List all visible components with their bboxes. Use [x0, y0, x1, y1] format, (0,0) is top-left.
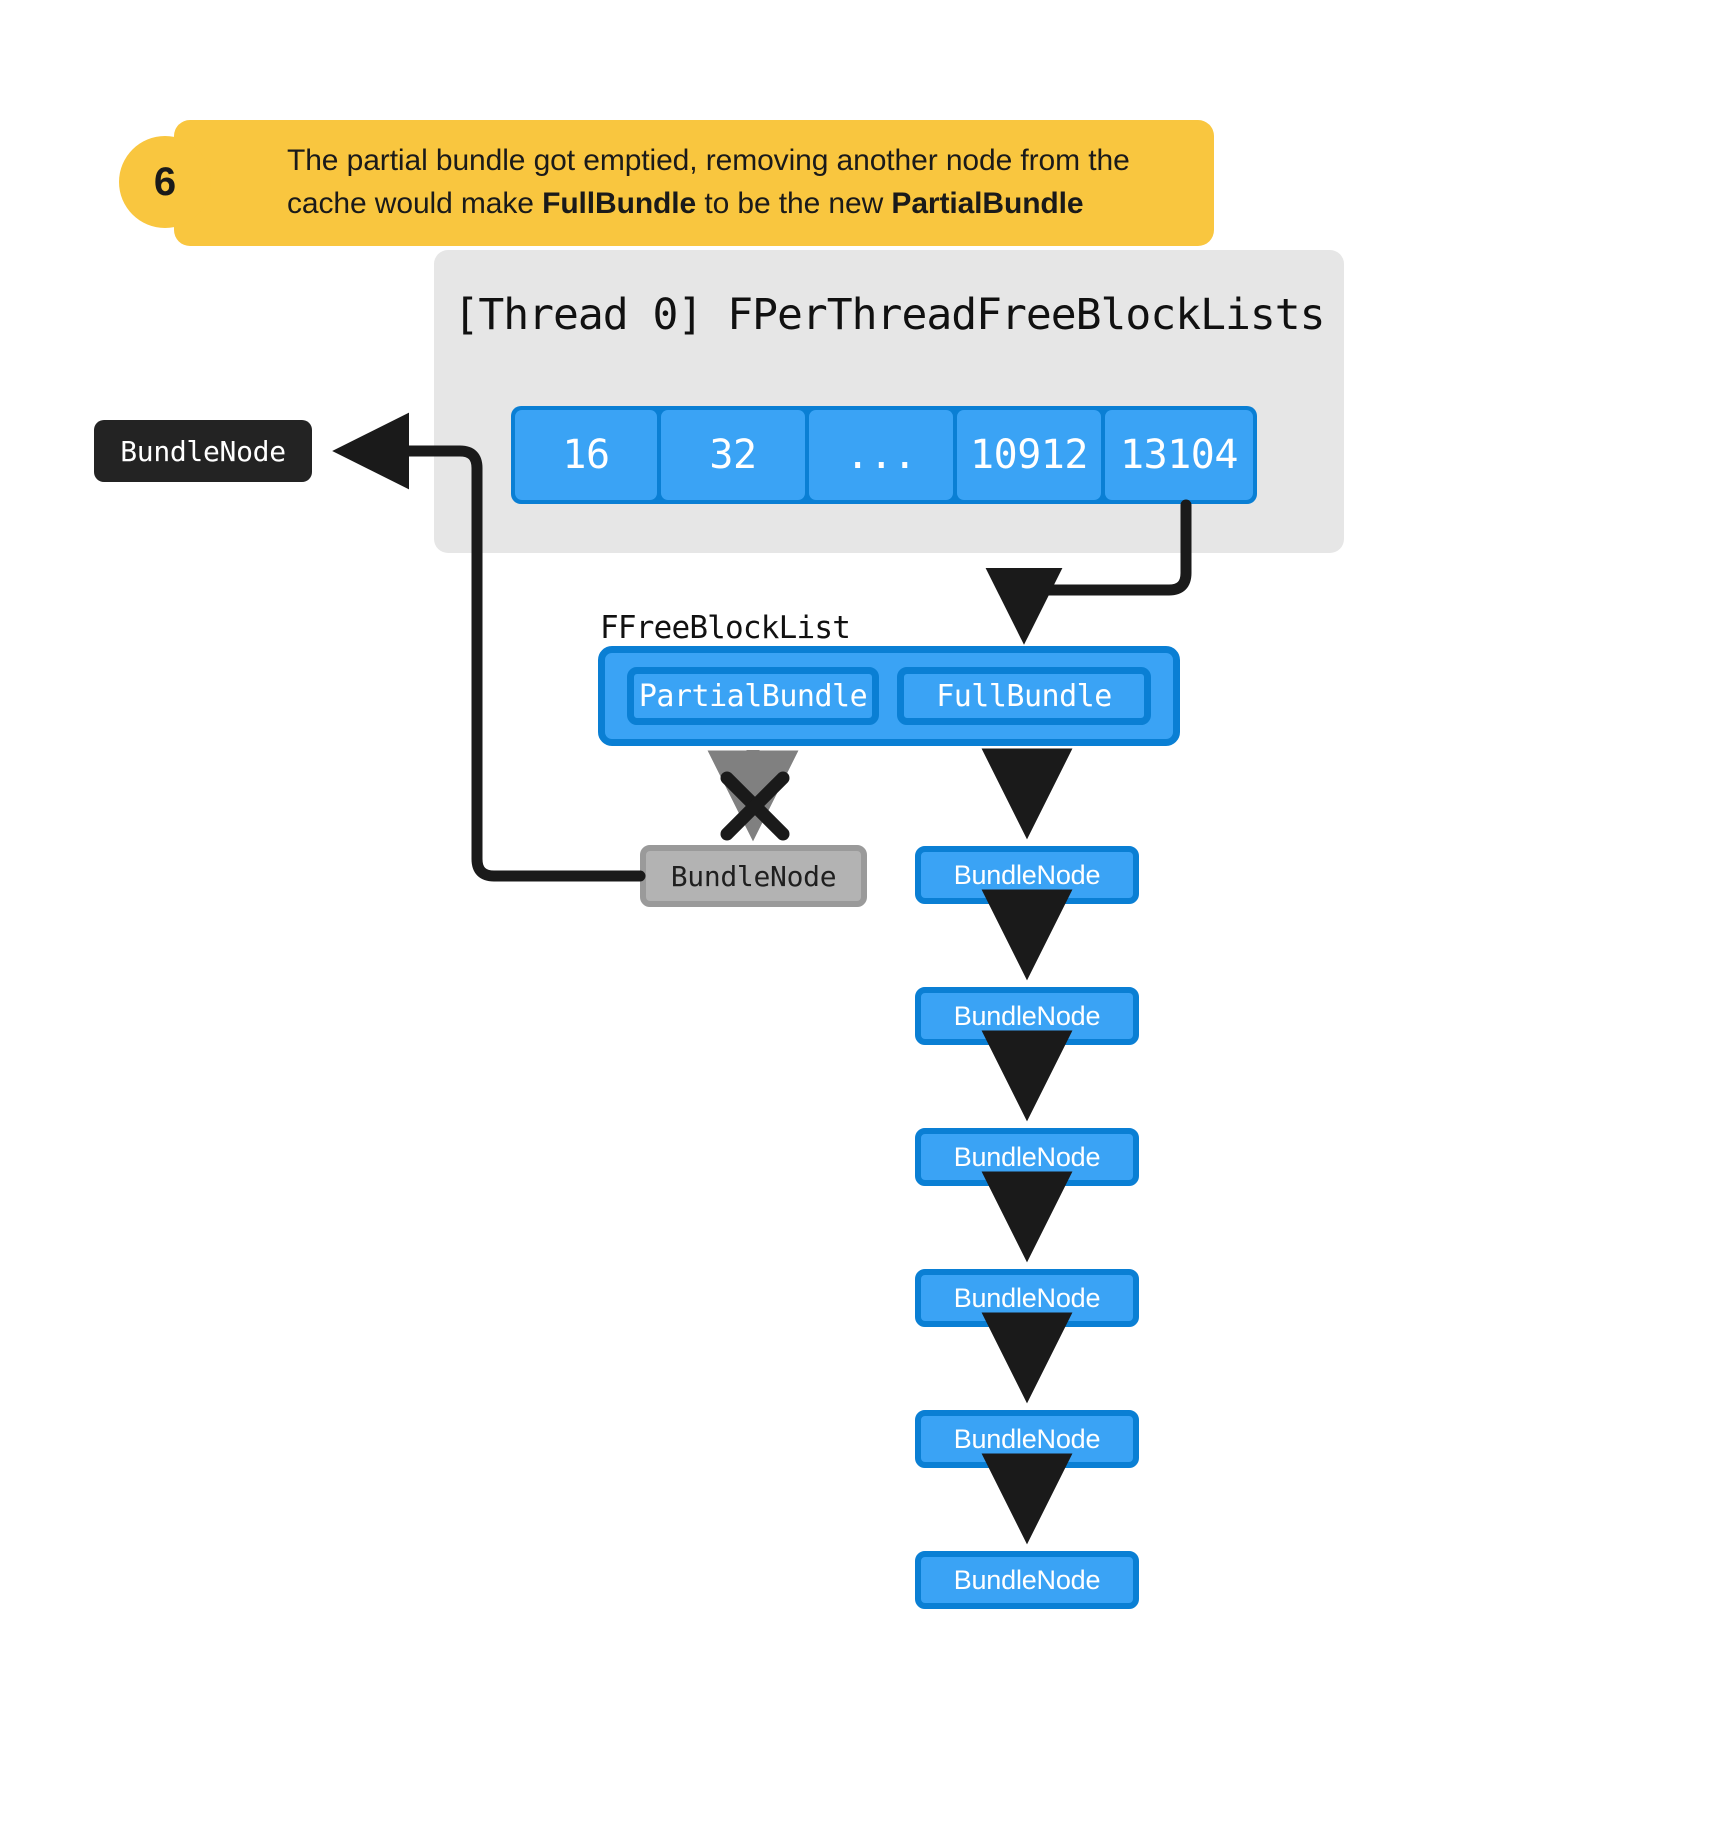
thread-container-title: [Thread 0] FPerThreadFreeBlockLists: [453, 290, 1325, 340]
size-class-cell[interactable]: 16: [515, 410, 657, 500]
removed-bundle-node: BundleNode: [640, 845, 867, 907]
callout-step-number: 6: [119, 136, 211, 228]
chain-bundle-node[interactable]: BundleNode: [915, 987, 1139, 1045]
chain-bundle-node[interactable]: BundleNode: [915, 1551, 1139, 1609]
chain-bundle-node[interactable]: BundleNode: [915, 846, 1139, 904]
cancel-x-icon: [720, 771, 790, 841]
callout-bold-partialbundle: PartialBundle: [891, 187, 1084, 220]
callout-box: The partial bundle got emptied, removing…: [174, 120, 1214, 246]
callout-line-2-pre: cache would make: [287, 187, 543, 220]
chain-bundle-node[interactable]: BundleNode: [915, 1410, 1139, 1468]
size-class-cell[interactable]: 32: [661, 410, 805, 500]
callout-bold-fullbundle: FullBundle: [542, 187, 697, 220]
full-bundle-box[interactable]: FullBundle: [897, 667, 1151, 725]
chain-bundle-node[interactable]: BundleNode: [915, 1269, 1139, 1327]
size-class-cell-row: 16 32 ... 10912 13104: [511, 406, 1257, 504]
callout-step: The partial bundle got emptied, removing…: [119, 120, 1239, 250]
detached-bundle-node: BundleNode: [94, 420, 312, 482]
size-class-cell[interactable]: 10912: [957, 410, 1101, 500]
size-class-cell-ellipsis[interactable]: ...: [809, 410, 953, 500]
callout-line-2-mid: to be the new: [696, 187, 892, 220]
chain-bundle-node[interactable]: BundleNode: [915, 1128, 1139, 1186]
callout-text: The partial bundle got emptied, removing…: [287, 140, 1130, 225]
free-block-list-label: FFreeBlockList: [600, 610, 851, 646]
free-block-list-box: PartialBundle FullBundle: [598, 646, 1180, 746]
size-class-cell[interactable]: 13104: [1105, 410, 1253, 500]
callout-line-1: The partial bundle got emptied, removing…: [287, 144, 1130, 178]
thread-container: [Thread 0] FPerThreadFreeBlockLists: [434, 250, 1344, 553]
partial-bundle-box[interactable]: PartialBundle: [627, 667, 880, 725]
